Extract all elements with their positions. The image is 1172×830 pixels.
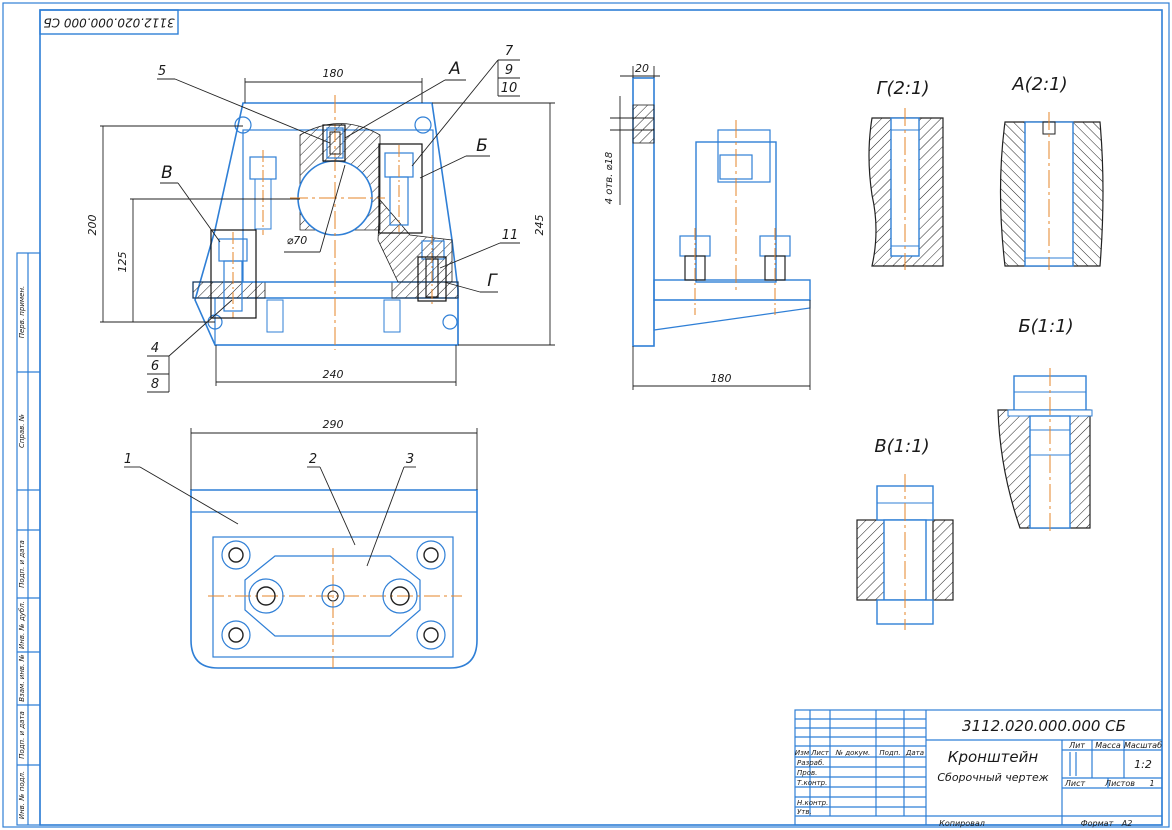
table-header: Подп. [879, 749, 900, 757]
dim-245: 245 [533, 215, 546, 236]
dim-180: 180 [323, 67, 344, 80]
leader-10: 10 [501, 81, 518, 96]
front-view [192, 95, 459, 350]
designation: 3112.020.000.000 СБ [962, 717, 1126, 735]
leader-2: 2 [309, 452, 317, 467]
front-leaders [147, 59, 520, 393]
leader-6: 6 [151, 359, 159, 374]
part-name: Кронштейн [948, 748, 1039, 766]
leader-5: 5 [158, 64, 166, 79]
top-dimensions [124, 428, 478, 567]
leader-11: 11 [502, 228, 519, 243]
dim-240: 240 [323, 368, 344, 381]
mass-label: Масса [1095, 741, 1121, 750]
sheet-label: Лист [1064, 779, 1086, 788]
front-dimensions [100, 78, 555, 386]
copied-label: Копировал [939, 819, 985, 828]
table-header: Дата [905, 749, 924, 757]
leader-9: 9 [505, 63, 513, 78]
side-strip-label: Инв. № подл. [18, 771, 26, 819]
sheets-label: Листов [1104, 779, 1135, 788]
view-label-V: В(1:1) [874, 436, 929, 457]
detail-G [868, 108, 944, 270]
title-block [794, 709, 1163, 826]
leader-1: 1 [124, 452, 132, 467]
table-header: № докум. [835, 749, 871, 757]
table-row-label: Пров. [797, 769, 817, 777]
view-label-A: А(2:1) [1011, 74, 1067, 95]
scale-value: 1:2 [1134, 758, 1152, 771]
table-row-label: Разраб. [797, 759, 825, 767]
top-stamp: 3112.020.000.000 СБ [39, 9, 179, 35]
table-header: Изм [795, 749, 810, 757]
side-view [632, 77, 811, 347]
leader-A: А [448, 59, 461, 79]
table-row-label: Н.контр. [797, 799, 828, 807]
side-strip-label: Справ. № [18, 414, 26, 448]
format-label: Формат [1081, 819, 1114, 828]
litera-label: Лит [1068, 741, 1085, 750]
dim-180-side: 180 [711, 372, 732, 385]
dim-200: 200 [86, 215, 99, 236]
top-stamp-text: 3112.020.000.000 СБ [43, 16, 174, 30]
leader-3: 3 [406, 452, 414, 467]
leader-B: Б [476, 136, 488, 156]
dim-125: 125 [116, 252, 129, 273]
view-label-B: Б(1:1) [1018, 316, 1073, 337]
sheets-value: 1 [1149, 779, 1154, 788]
dim-70: ⌀70 [287, 234, 308, 247]
dim-holes: 4 отв. ⌀18 [604, 152, 615, 204]
drawing-frame [39, 9, 1163, 826]
side-dimensions [610, 66, 811, 390]
leader-8: 8 [151, 377, 159, 392]
top-view [190, 489, 478, 669]
format-value: А2 [1121, 819, 1133, 828]
table-row-label: Утв. [797, 808, 812, 816]
dim-20: 20 [635, 62, 649, 75]
side-strip-label: Подп. и дата [18, 540, 26, 588]
side-strip-label: Взам. инв. № [18, 654, 26, 702]
view-label-G: Г(2:1) [876, 78, 929, 99]
scale-label: Масштаб [1124, 741, 1162, 750]
side-strip-label: Подп. и дата [18, 711, 26, 759]
table-header: Лист [810, 749, 830, 757]
leader-V: В [161, 163, 173, 183]
detail-A [999, 112, 1104, 270]
detail-V [856, 474, 954, 630]
side-strip-label: Инв. № дубл. [18, 601, 26, 649]
side-strip [16, 252, 41, 826]
leader-G: Г [487, 271, 498, 291]
drawing-type: Сборочный чертеж [937, 771, 1048, 784]
leader-4: 4 [151, 341, 159, 356]
leader-7: 7 [505, 44, 514, 59]
detail-B [997, 368, 1093, 535]
dim-290: 290 [323, 418, 344, 431]
table-row-label: Т.контр. [797, 779, 827, 787]
side-strip-label: Перв. примен. [18, 286, 26, 339]
